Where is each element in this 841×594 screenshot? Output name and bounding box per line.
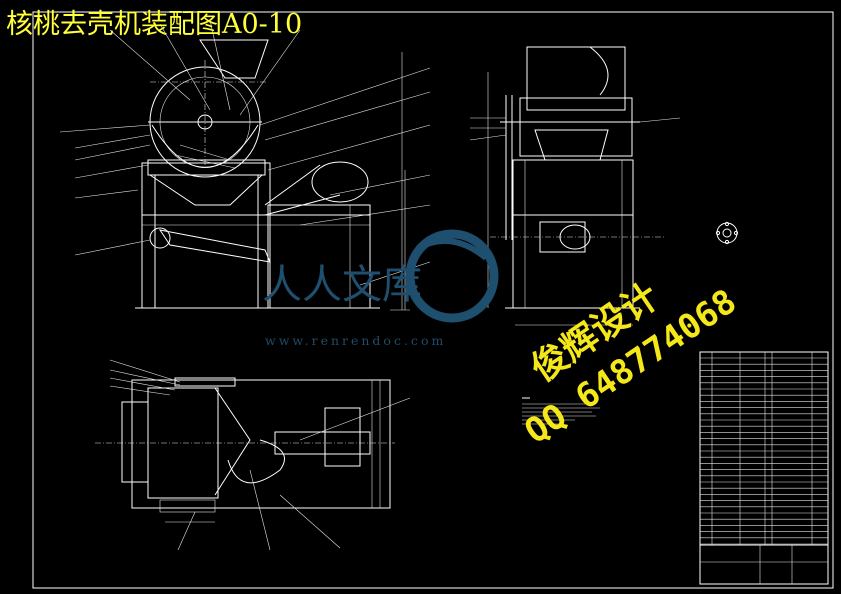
side-view — [469, 46, 681, 326]
drawing-title: 核桃去壳机装配图A0-10 — [6, 9, 303, 40]
technical-notes — [522, 397, 600, 425]
watermark-logo-text: 人人文库 — [262, 262, 422, 308]
flange-detail — [715, 221, 739, 245]
sheet-frame — [32, 11, 834, 589]
front-view — [59, 19, 431, 311]
top-view — [95, 359, 411, 551]
watermark-site: www.renrendoc.com — [265, 333, 447, 348]
bom-rows — [700, 357, 828, 545]
